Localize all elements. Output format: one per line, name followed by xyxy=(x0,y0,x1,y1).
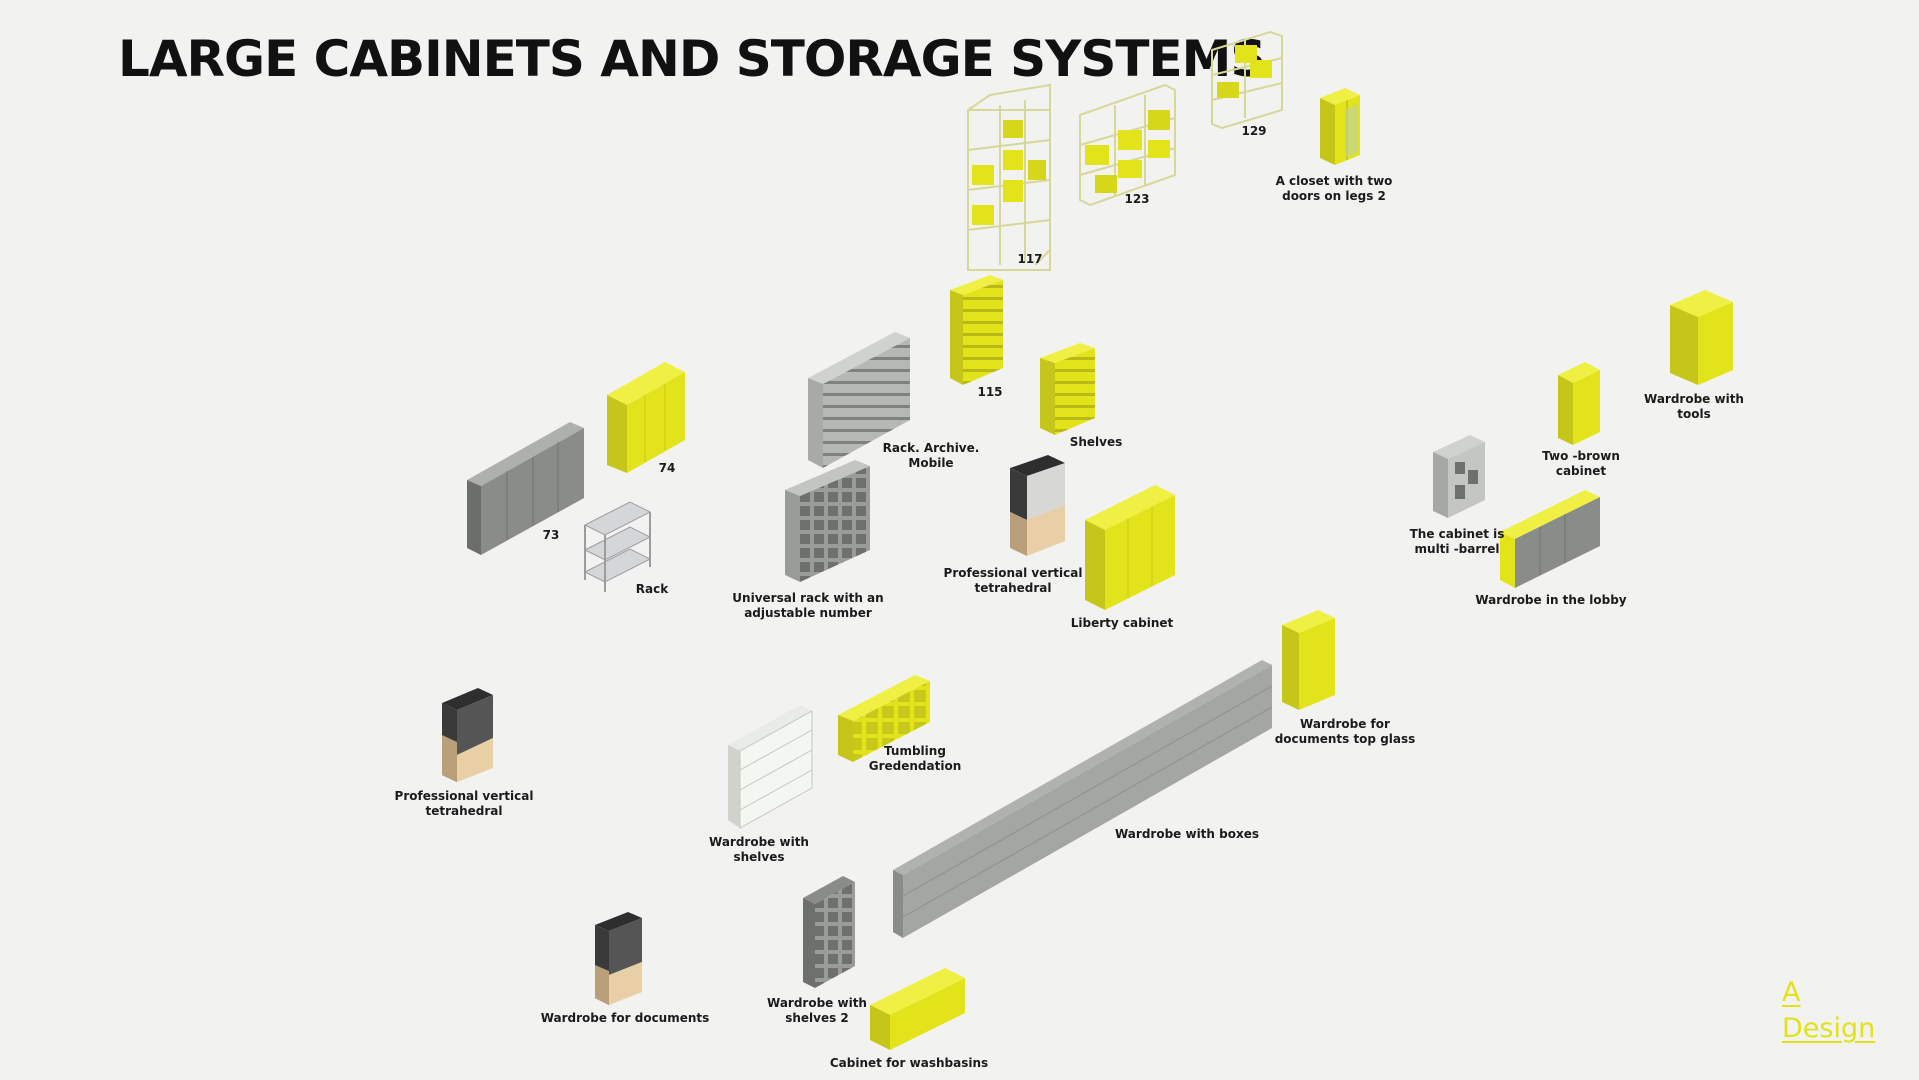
professional-vertical-1 xyxy=(1010,455,1065,556)
wardrobe-with-boxes xyxy=(893,660,1273,938)
label-74: 74 xyxy=(658,461,676,475)
shelving-117 xyxy=(967,83,1051,271)
wardrobe-tools xyxy=(1670,290,1733,385)
label-117: 117 xyxy=(1017,252,1043,266)
cabinet-washbasins xyxy=(870,968,965,1050)
lockers-73 xyxy=(467,422,584,555)
label-wardrobe-for-documents: Wardrobe for documents xyxy=(540,1011,710,1025)
logo-line-1: A xyxy=(1782,977,1801,1008)
professional-vertical-2 xyxy=(442,688,493,782)
label-129: 129 xyxy=(1241,124,1267,138)
label-shelves: Shelves xyxy=(1069,435,1123,449)
wardrobe-documents-top-glass xyxy=(1282,610,1335,710)
logo-line-2: Design xyxy=(1782,1013,1876,1044)
tumbling-unit xyxy=(838,675,930,762)
label-rack: Rack xyxy=(635,582,669,596)
shelves-unit xyxy=(1040,343,1095,435)
liberty-cabinet xyxy=(1085,485,1175,610)
wardrobe-74 xyxy=(607,362,685,473)
label-cabinet-washbasins: Cabinet for washbasins xyxy=(829,1056,989,1070)
closet-two-doors xyxy=(1320,88,1360,165)
shelving-123 xyxy=(1079,83,1176,207)
page-title: LARGE CABINETS AND STORAGE SYSTEMS xyxy=(118,30,1266,88)
bookcase-115 xyxy=(950,275,1003,385)
wardrobe-with-shelves-2 xyxy=(803,876,855,988)
label-wardrobe-lobby: Wardrobe in the lobby xyxy=(1475,593,1627,607)
wardrobe-for-documents xyxy=(595,912,642,1005)
rack-archive-mobile xyxy=(808,332,910,468)
label-liberty-cabinet: Liberty cabinet xyxy=(1070,616,1174,630)
label-rack-archive: Rack. Archive.Mobile xyxy=(882,441,980,470)
multi-barrel-cabinet xyxy=(1433,435,1485,518)
wardrobe-lobby xyxy=(1500,490,1600,588)
wardrobe-with-shelves xyxy=(728,705,813,829)
label-123: 123 xyxy=(1124,192,1150,206)
two-brown-cabinet xyxy=(1558,362,1600,445)
shelving-129 xyxy=(1211,30,1283,130)
rack-wire xyxy=(583,501,652,592)
brand-logo: A Design xyxy=(1782,975,1875,1047)
label-wardrobe-with-boxes: Wardrobe with boxes xyxy=(1115,827,1259,841)
label-73: 73 xyxy=(542,528,560,542)
universal-rack xyxy=(785,460,870,582)
label-115: 115 xyxy=(977,385,1003,399)
